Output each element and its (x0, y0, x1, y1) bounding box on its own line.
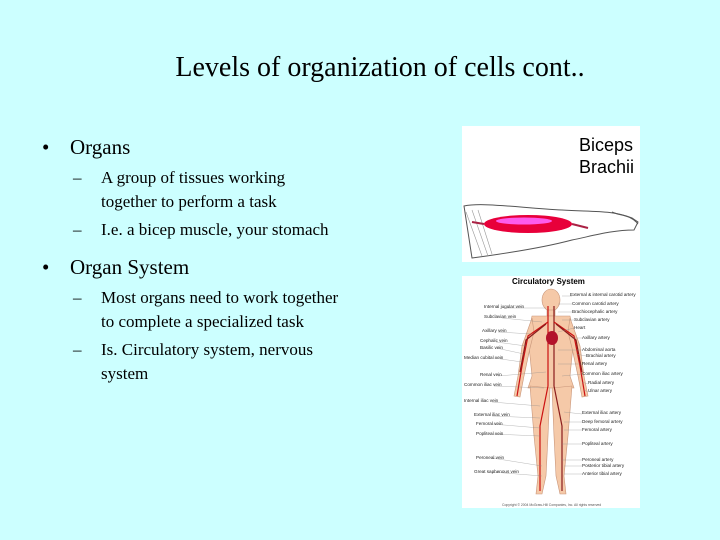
dash-glyph: – (73, 340, 82, 359)
vessel-label: Median cubital vein (464, 355, 504, 360)
sub-bullet-text: I.e. a bicep muscle, your stomach (101, 220, 329, 239)
vessel-label: Axillary artery (582, 335, 610, 340)
vessel-label: Great saphenous vein (474, 469, 519, 474)
vessel-label: Peroneal artery (582, 457, 614, 462)
circulatory-title: Circulatory System (512, 277, 585, 286)
bullet-organs: • Organs (42, 132, 342, 162)
vessel-label: Brachial artery (586, 353, 616, 358)
biceps-label: Biceps Brachii (579, 134, 634, 178)
vessel-label: External iliac vein (474, 412, 510, 417)
sub-bullet-text: A group of tissues working together to p… (101, 168, 286, 211)
bullet-glyph: • (42, 135, 50, 159)
vessel-label: Brachiocephalic artery (572, 309, 618, 314)
sub-bullet: – Is. Circulatory system, nervous system (42, 338, 342, 386)
vessel-label: Subclavian artery (574, 317, 610, 322)
vessel-label: Common carotid artery (572, 301, 619, 306)
circulatory-system-image: Circulatory System Internal jugul (462, 276, 640, 508)
body-illustration (491, 288, 589, 495)
arm-illustration (463, 204, 639, 259)
biceps-image: Biceps Brachii (462, 126, 640, 262)
dash-glyph: – (73, 168, 82, 187)
biceps-label-line: Biceps (578, 135, 633, 155)
sub-bullet: – A group of tissues working together to… (42, 166, 342, 214)
vessel-label: Deep femoral artery (582, 419, 623, 424)
bullet-heading: Organ System (70, 255, 190, 279)
vessel-label: Common iliac vein (464, 382, 502, 387)
bullet-organ-system: • Organ System (42, 252, 342, 282)
vessel-label: Common iliac artery (582, 371, 623, 376)
bullet-heading: Organs (70, 135, 131, 159)
vessel-label: Ulnar artery (588, 388, 612, 393)
vessel-label: Femoral artery (582, 427, 612, 432)
vessel-label: Popliteal artery (582, 441, 613, 446)
vessel-label: Internal jugular vein (484, 304, 525, 309)
vessel-label: Axillary vein (482, 328, 507, 333)
vessel-label: Internal iliac vein (464, 398, 499, 403)
vessel-label: Anterior tibial artery (582, 471, 622, 476)
bullet-list: • Organs – A group of tissues working to… (42, 130, 342, 386)
vessel-label: Femoral vein (476, 421, 503, 426)
vessel-label: External & internal carotid artery (570, 292, 636, 297)
sub-bullet-text: Is. Circulatory system, nervous system (101, 340, 313, 383)
vessel-label: Abdominal aorta (582, 347, 616, 352)
sub-bullet: – Most organs need to work together to c… (42, 286, 342, 334)
sub-bullet-text: Most organs need to work together to com… (101, 288, 339, 331)
vessel-label: Basilic vein (480, 345, 503, 350)
vessel-label: External iliac artery (582, 410, 622, 415)
vessel-label: Radial artery (588, 380, 615, 385)
dash-glyph: – (73, 288, 82, 307)
sub-bullet: – I.e. a bicep muscle, your stomach (42, 218, 342, 242)
biceps-label-line: Brachii (578, 157, 634, 177)
copyright-note: Copyright © 2004 McGraw-Hill Companies, … (502, 503, 602, 507)
vessel-label: Peroneal vein (476, 455, 505, 460)
dash-glyph: – (73, 220, 82, 239)
vessel-label: Posterior tibial artery (582, 463, 625, 468)
vessel-label: Heart (574, 325, 586, 330)
slide-title: Levels of organization of cells cont.. (175, 52, 585, 83)
vessel-label: Subclavian vein (484, 314, 517, 319)
bullet-glyph: • (42, 255, 50, 279)
vessel-label: Popliteal vein (476, 431, 504, 436)
vessel-label: Renal vein (480, 372, 502, 377)
vessel-label: Cephalic vein (480, 338, 508, 343)
vessel-label: Renal artery (582, 361, 608, 366)
